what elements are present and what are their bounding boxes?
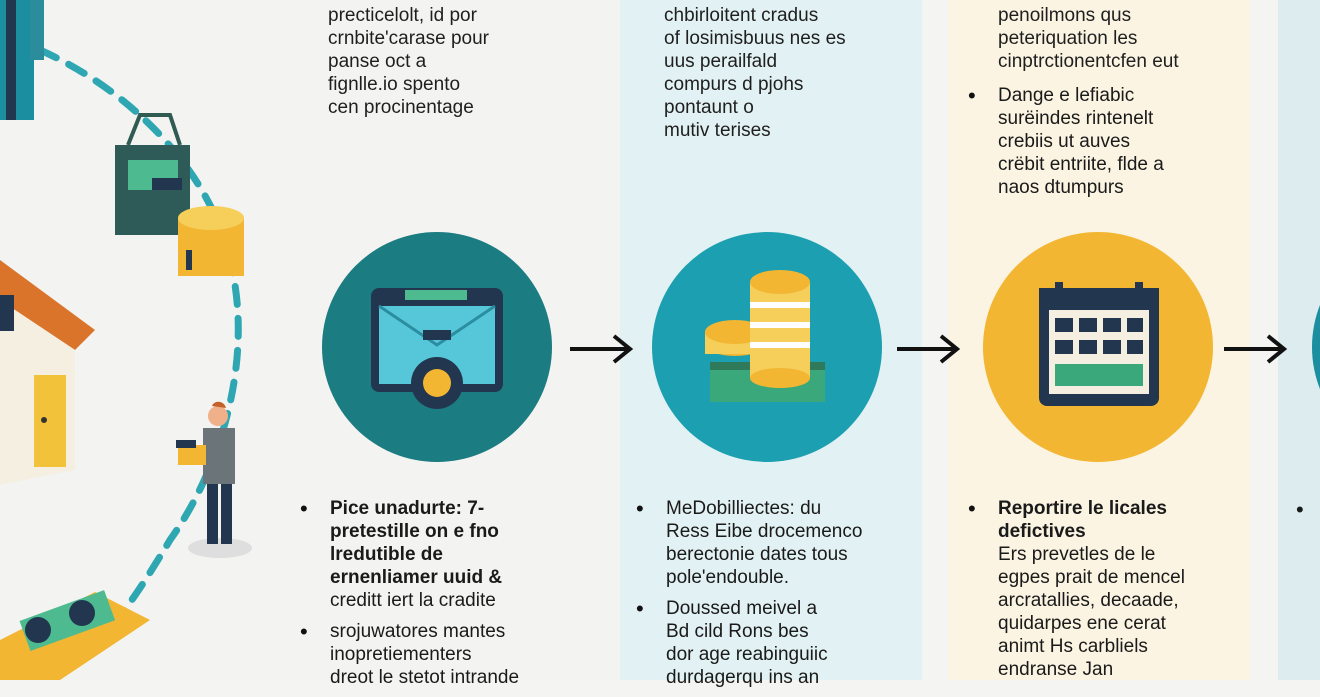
calendar-icon <box>1039 282 1159 406</box>
step3-bullet-1: Reportire le licales defictives Ers prev… <box>968 497 1185 681</box>
step2-bullets: MeDobilliectes: du Ress Eibe drocemenco … <box>636 497 862 697</box>
step1-intro-text: precticelolt, id por crnbite'carase pour… <box>328 5 489 118</box>
shopping-bag-icon <box>115 113 190 235</box>
dashed-path <box>36 46 242 654</box>
step1-bullets: Pice unadurte: 7- pretestille on e fno l… <box>300 497 519 697</box>
step2-bullet-2: Doussed meivel a Bd cild Rons bes dor ag… <box>636 597 862 689</box>
step3-top-bullet: Dange e lefiabic surëindes rintenelt cre… <box>968 84 1164 199</box>
coin-stack-icon <box>705 270 825 402</box>
step3-intro-text: penoilmons qus peteriquation les cinptrc… <box>998 5 1179 72</box>
step1-bullet-2: srojuwatores mantes inopretiementers dre… <box>300 620 519 689</box>
coin-pot-icon <box>178 206 244 276</box>
arrow-right-icon <box>1224 334 1288 364</box>
businessman-icon <box>176 401 252 558</box>
house-icon <box>0 230 95 485</box>
left-illustration <box>0 0 252 680</box>
monitor-card-icon <box>371 288 503 409</box>
person-top-icon <box>0 0 44 120</box>
step3-bullets: Reportire le licales defictives Ers prev… <box>968 497 1185 689</box>
step2-bullet-1: MeDobilliectes: du Ress Eibe drocemenco … <box>636 497 862 589</box>
step4-bullet-marker: • <box>1296 497 1304 522</box>
arrow-right-icon <box>897 334 961 364</box>
step1-bullet-1: Pice unadurte: 7- pretestille on e fno l… <box>300 497 519 612</box>
step3-top-bullets: Dange e lefiabic surëindes rintenelt cre… <box>968 84 1164 207</box>
arrow-right-icon <box>570 334 634 364</box>
money-bundle-icon <box>0 590 150 680</box>
step2-intro-text: chbirloitent cradus of losimisbuus nes e… <box>664 5 846 141</box>
step4-circle-partial <box>1312 232 1320 462</box>
